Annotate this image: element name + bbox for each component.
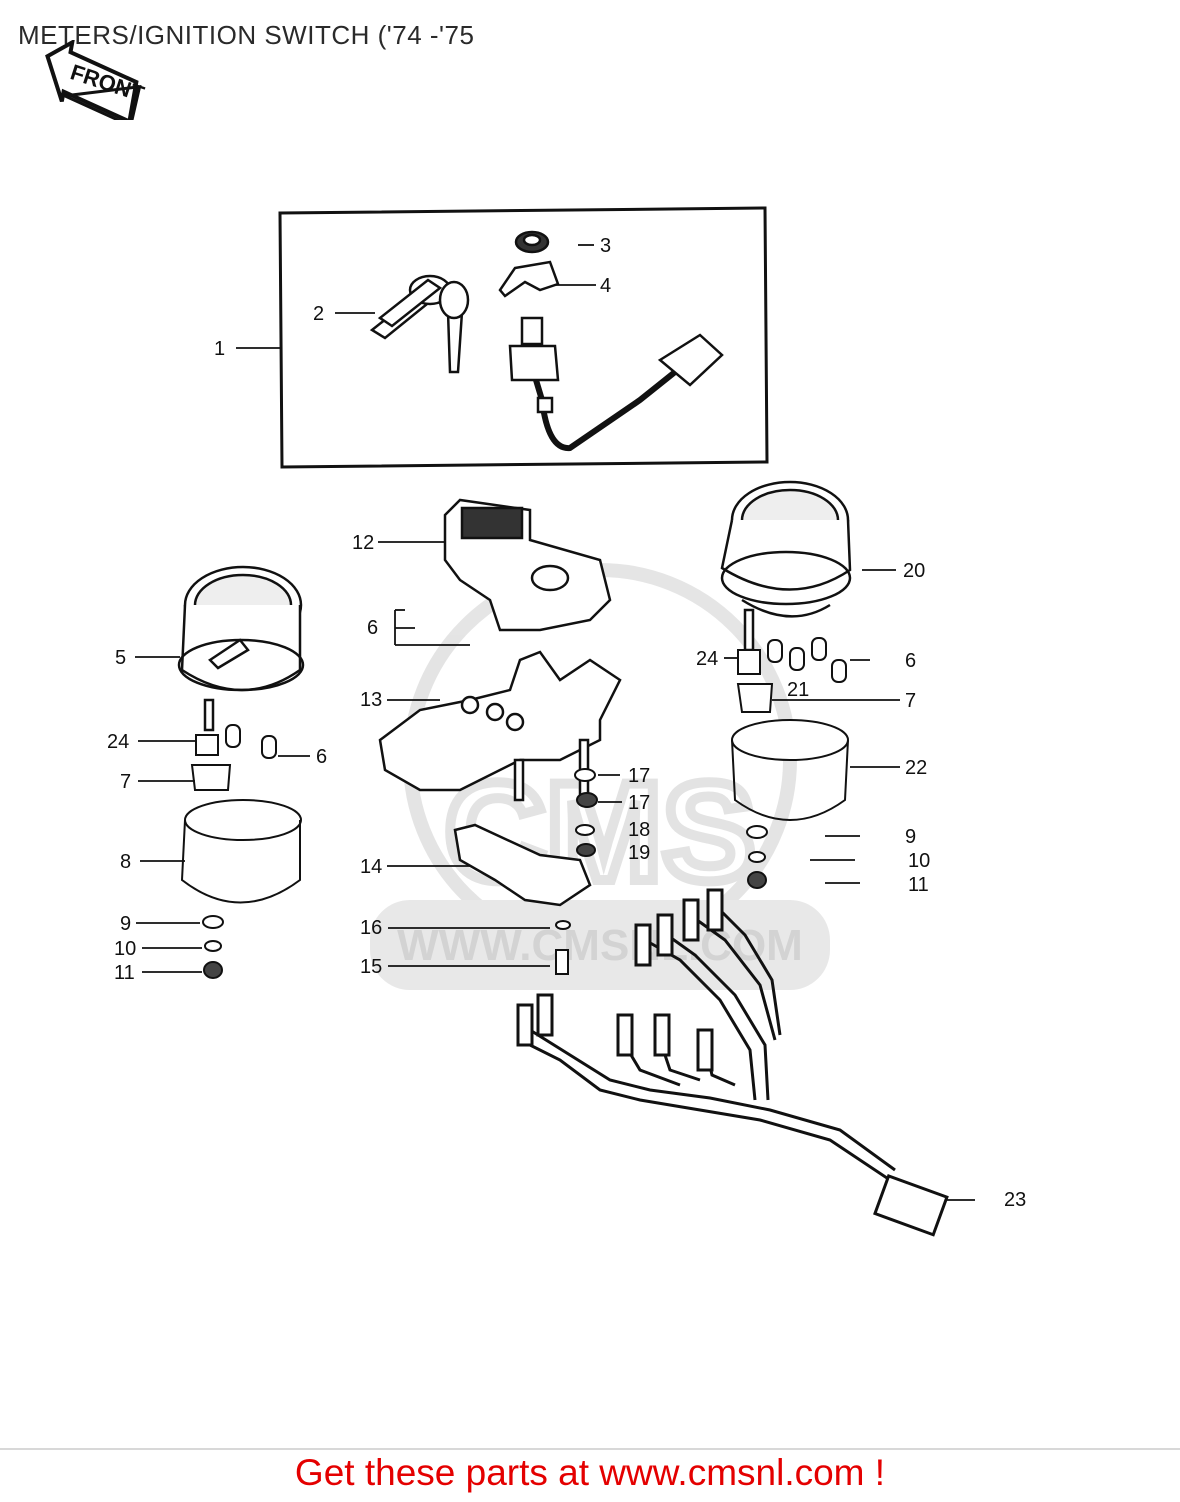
footer-link[interactable]: Get these parts at www.cmsnl.com !	[294, 1452, 886, 1493]
callout-6-left: 6	[316, 746, 328, 768]
callout-5: 5	[115, 647, 127, 669]
callout-22: 22	[905, 757, 928, 779]
callout-16: 16	[360, 917, 383, 939]
callout-23: 23	[1004, 1189, 1027, 1211]
watermark-text: WWW.CMSNL.COM	[397, 921, 803, 970]
callout-4: 4	[600, 275, 612, 297]
callout-2: 2	[313, 303, 325, 325]
leader-lines	[135, 244, 975, 1201]
tachometer	[720, 480, 852, 652]
callout-14: 14	[360, 856, 383, 878]
indicator-housing	[443, 498, 612, 632]
left-hardware	[180, 724, 302, 979]
speedometer	[177, 565, 305, 732]
callout-8: 8	[120, 851, 132, 873]
callout-20: 20	[903, 560, 926, 582]
callout-9-left: 9	[120, 913, 132, 935]
center-hardware	[555, 768, 598, 975]
callout-24-right: 24	[696, 648, 719, 670]
callout-21: 21	[787, 679, 810, 701]
page-title: METERS/IGNITION SWITCH ('74 -'75	[18, 20, 475, 50]
front-arrow-icon: FRONT	[45, 40, 148, 120]
callout-17-upper: 17	[628, 765, 651, 787]
callout-12: 12	[352, 532, 375, 554]
callout-3: 3	[600, 235, 612, 257]
callout-24-left: 24	[107, 731, 130, 753]
callout-17-lower: 17	[628, 792, 651, 814]
wiring-harness	[516, 888, 949, 1237]
keys	[369, 274, 470, 374]
callout-10-left: 10	[114, 938, 137, 960]
footer-bar	[0, 1448, 1180, 1502]
callout-6-right: 6	[905, 650, 917, 672]
callout-19: 19	[628, 842, 651, 864]
exploded-parts-diagram: WWW.CMSNL.COM CMS	[135, 206, 975, 1237]
callout-10-right: 10	[908, 850, 931, 872]
callout-1: 1	[214, 338, 226, 360]
callout-15: 15	[360, 956, 383, 978]
callout-9-right: 9	[905, 826, 917, 848]
callout-7-left: 7	[120, 771, 132, 793]
callout-13: 13	[360, 689, 383, 711]
callout-6-center: 6	[367, 617, 379, 639]
right-hardware	[731, 637, 849, 889]
callout-18: 18	[628, 819, 651, 841]
ignition-switch-kit	[278, 206, 769, 469]
callout-11-left: 11	[114, 962, 135, 984]
callout-7-right: 7	[905, 690, 917, 712]
lower-bracket	[453, 823, 592, 907]
callout-11-right: 11	[908, 874, 929, 896]
